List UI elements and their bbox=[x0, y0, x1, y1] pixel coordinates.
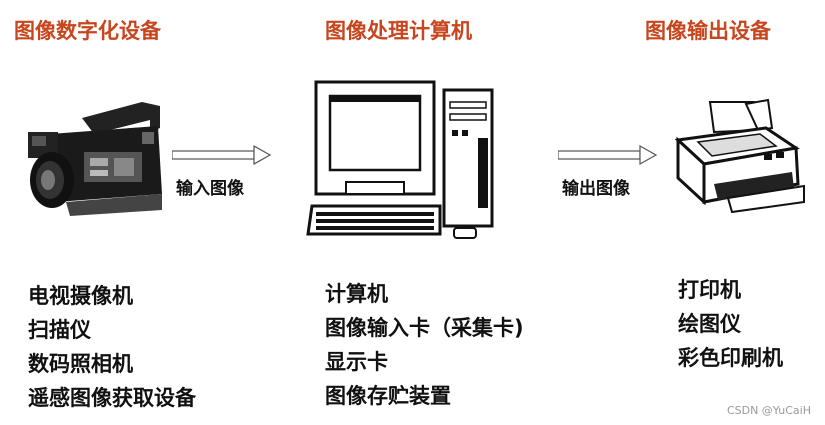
list-item: 打印机 bbox=[678, 273, 783, 307]
computer-icon bbox=[306, 78, 502, 242]
camcorder-icon bbox=[22, 98, 164, 216]
list-item: 计算机 bbox=[325, 277, 524, 311]
list-item: 绘图仪 bbox=[678, 307, 783, 341]
output-devices-list: 打印机 绘图仪 彩色印刷机 bbox=[678, 273, 783, 375]
list-item: 图像存贮装置 bbox=[325, 379, 524, 413]
arrow-right-icon bbox=[172, 144, 272, 166]
computer-parts-list: 计算机 图像输入卡（采集卡) 显示卡 图像存贮装置 bbox=[325, 277, 524, 413]
list-item: 扫描仪 bbox=[28, 313, 196, 347]
list-item: 彩色印刷机 bbox=[678, 341, 783, 375]
list-item: 电视摄像机 bbox=[28, 279, 196, 313]
list-item: 数码照相机 bbox=[28, 347, 196, 381]
arrow-label-output: 输出图像 bbox=[562, 174, 630, 199]
title-digitize-devices: 图像数字化设备 bbox=[14, 15, 161, 45]
watermark: CSDN @YuCaiH bbox=[727, 404, 811, 417]
arrow-label-input: 输入图像 bbox=[176, 174, 244, 199]
title-processing-computer: 图像处理计算机 bbox=[325, 15, 472, 45]
arrow-right-icon bbox=[558, 144, 658, 166]
list-item: 图像输入卡（采集卡) bbox=[325, 311, 524, 345]
list-item: 显示卡 bbox=[325, 345, 524, 379]
list-item: 遥感图像获取设备 bbox=[28, 381, 196, 415]
input-devices-list: 电视摄像机 扫描仪 数码照相机 遥感图像获取设备 bbox=[28, 279, 196, 415]
title-output-devices: 图像输出设备 bbox=[645, 15, 771, 45]
printer-icon bbox=[668, 98, 808, 216]
